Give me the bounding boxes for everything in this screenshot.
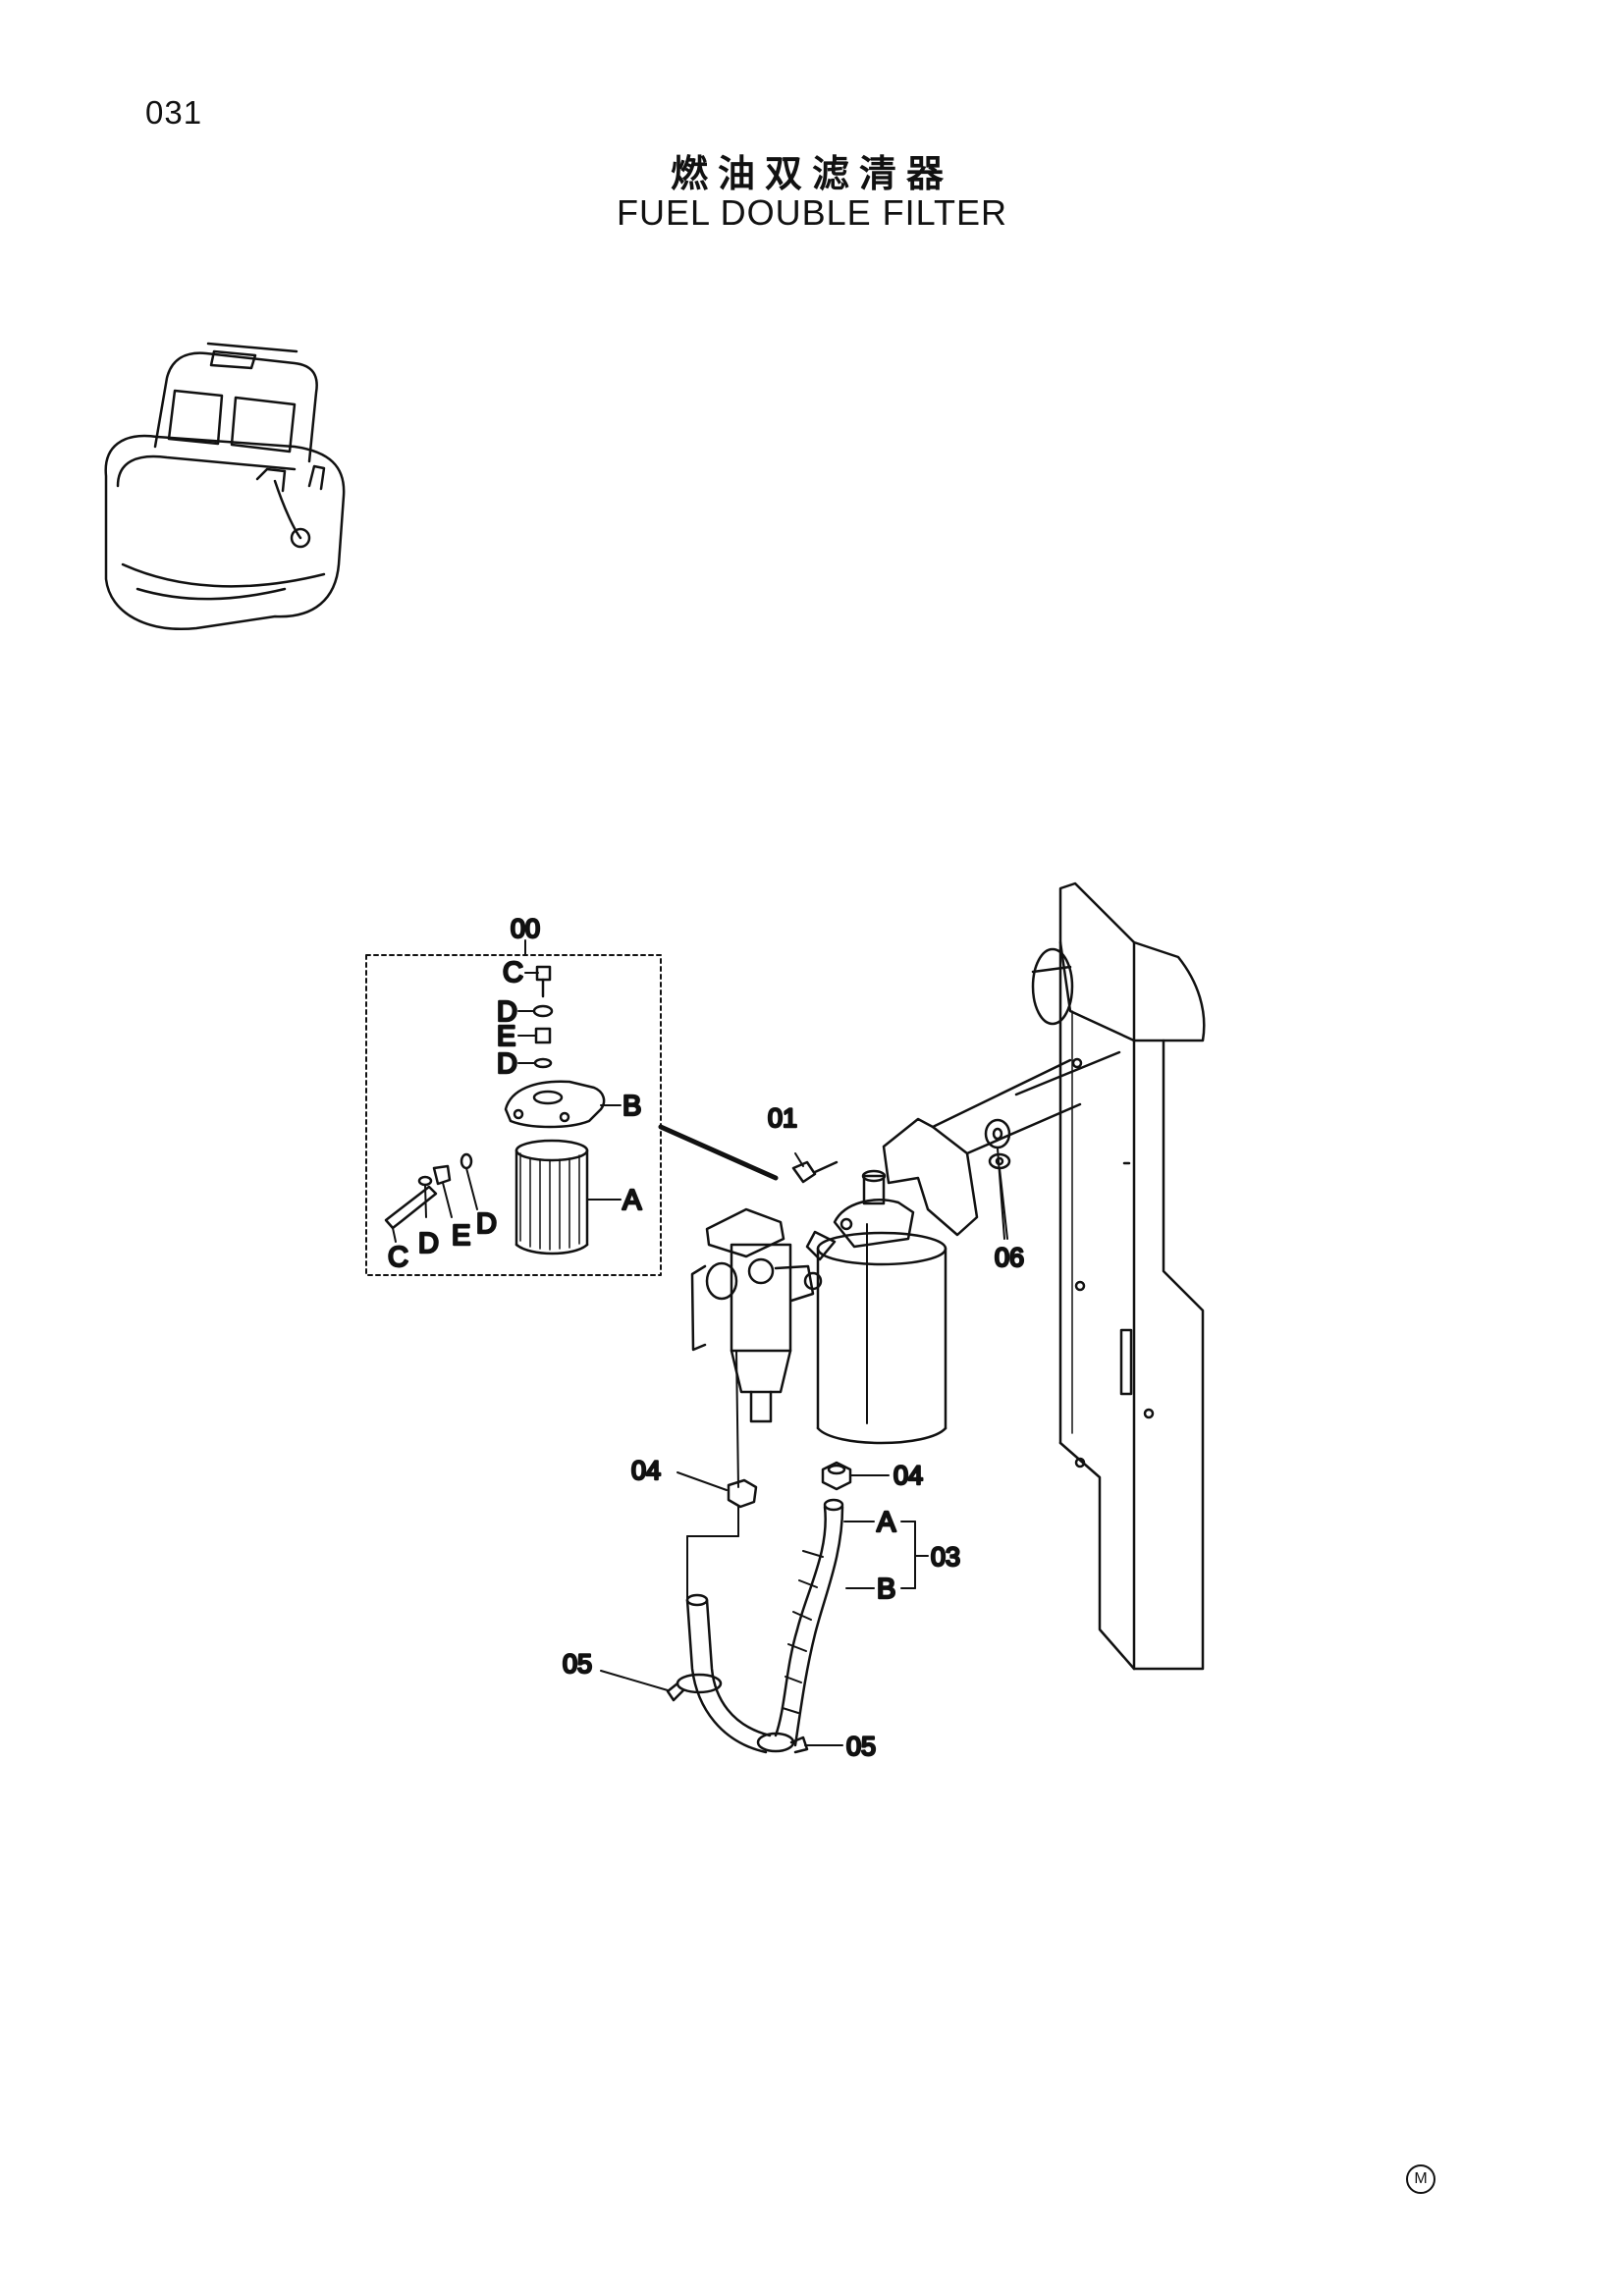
callout-clamp-left: 05 (563, 1649, 592, 1679)
callout-fitting-right: 04 (893, 1461, 923, 1490)
link-line (658, 1124, 779, 1181)
hose-callout-bracket (843, 1521, 929, 1589)
ref-letter-e-bottom: E (452, 1220, 470, 1252)
ref-letter-d-top: D (497, 996, 517, 1028)
callout-clamp-right: 05 (846, 1732, 876, 1761)
callout-bolt: 01 (768, 1103, 797, 1133)
fitting-04-right (821, 1461, 890, 1491)
filter-assembly (690, 1050, 1121, 1488)
ref-letter-d-mid: D (497, 1048, 517, 1080)
ref-letter-c-bottom: C (388, 1242, 408, 1273)
clamp-05-right (756, 1732, 843, 1754)
ref-letter-a-hose: A (877, 1507, 896, 1538)
ref-letter-e-top: E (497, 1021, 515, 1052)
mounting-panel (1031, 881, 1206, 1671)
callout-washer: 06 (995, 1243, 1024, 1272)
hose-right (774, 1498, 844, 1747)
registered-mark: M (1406, 2164, 1435, 2194)
ref-letter-d-bottom-2: D (476, 1208, 497, 1240)
fitting-04-left (677, 1471, 758, 1509)
title-english: FUEL DOUBLE FILTER (616, 192, 1008, 233)
callout-assembly: 00 (511, 914, 540, 943)
ref-letter-c-top: C (503, 957, 523, 988)
title-chinese: 燃油双滤清器 (670, 152, 953, 195)
washer-06 (984, 1118, 1011, 1240)
ref-letter-d-bottom-1: D (418, 1228, 439, 1259)
hose-left (685, 1506, 772, 1754)
callout-hose-assembly: 03 (931, 1542, 960, 1572)
ref-letter-a-element: A (623, 1185, 642, 1216)
clamp-05-left (600, 1670, 723, 1702)
ref-letter-b-head: B (623, 1091, 641, 1122)
callout-fitting-left: 04 (631, 1456, 661, 1485)
machine-location-thumbnail (104, 342, 346, 630)
ref-letter-b-hose: B (877, 1574, 895, 1605)
page-number: 031 (145, 94, 203, 131)
assembly-detail-box (365, 939, 662, 1276)
